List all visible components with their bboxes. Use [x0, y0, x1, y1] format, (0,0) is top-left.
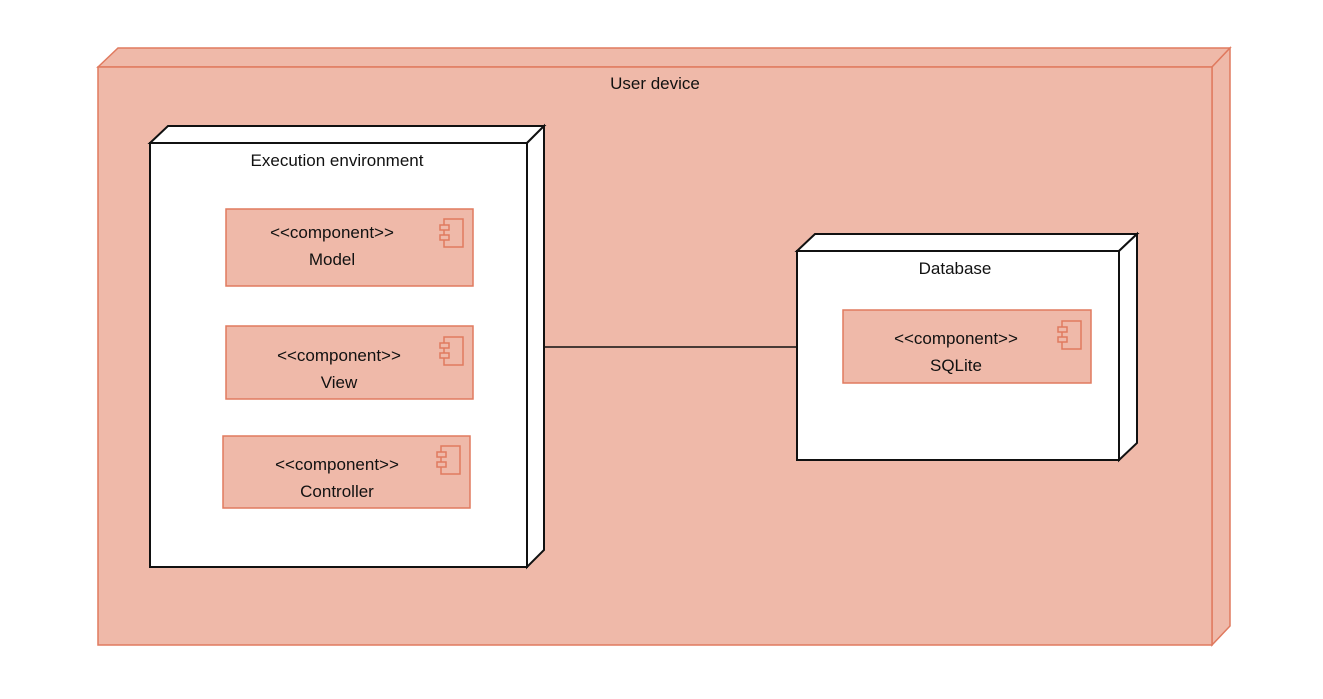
component-box — [222, 435, 471, 509]
component-name: Controller — [300, 482, 374, 501]
component-sqlite[interactable]: <<component>> SQLite — [842, 309, 1092, 384]
component-box — [225, 325, 474, 400]
component-icon — [436, 445, 461, 475]
database-node[interactable]: Database <<component>> SQLite — [794, 231, 1140, 463]
component-box — [842, 309, 1092, 384]
component-stereotype: <<component>> — [270, 223, 394, 242]
component-stereotype: <<component>> — [894, 329, 1018, 348]
component-name: Model — [309, 250, 355, 269]
exec-env-label: Execution environment — [251, 151, 424, 170]
database-side-face — [1118, 231, 1138, 463]
component-icon — [439, 336, 464, 366]
component-view[interactable]: <<component>> View — [225, 325, 474, 400]
exec-env-top-face — [147, 125, 547, 144]
user-device-side-face — [1211, 46, 1231, 647]
component-controller[interactable]: <<component>> Controller — [222, 435, 471, 509]
database-top-face — [794, 233, 1140, 252]
component-stereotype: <<component>> — [277, 346, 401, 365]
database-label: Database — [919, 259, 992, 278]
component-stereotype: <<component>> — [275, 455, 399, 474]
component-name: SQLite — [930, 356, 982, 375]
component-box — [225, 208, 474, 287]
exec-env-side-face — [526, 123, 545, 570]
user-device-label: User device — [610, 74, 700, 93]
execution-environment-node[interactable]: Execution environment <<component>> Mode… — [147, 123, 547, 570]
component-model[interactable]: <<component>> Model — [225, 208, 474, 287]
component-icon — [439, 218, 464, 248]
user-device-top-face — [96, 47, 1232, 68]
component-name: View — [321, 373, 358, 392]
component-icon — [1057, 320, 1082, 350]
